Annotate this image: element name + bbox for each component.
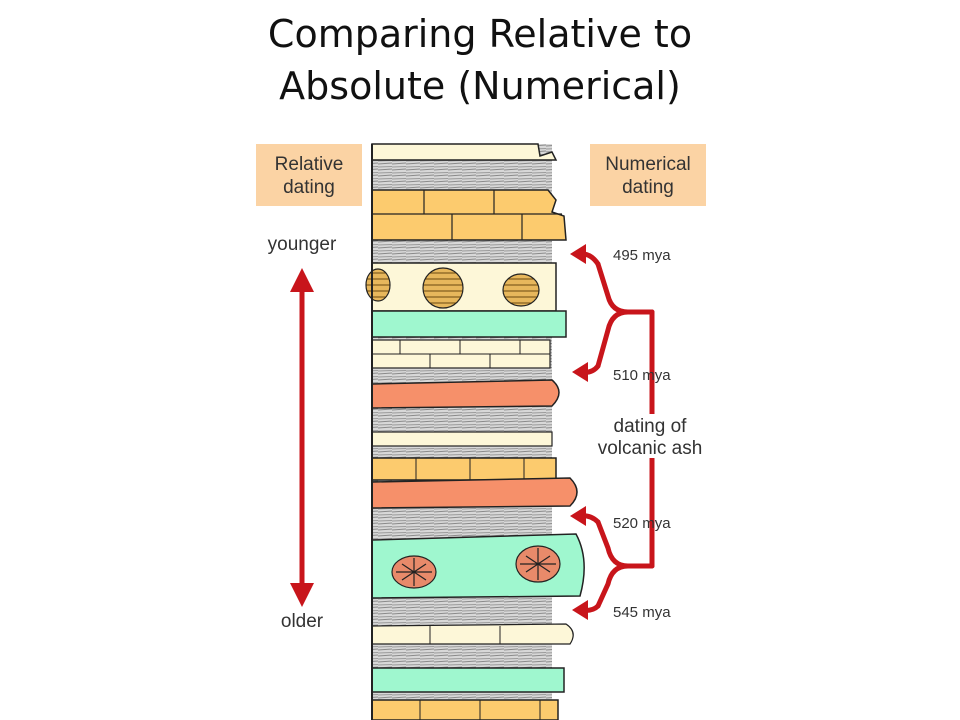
layer-limestone-1	[371, 189, 567, 241]
title-line-2: Absolute (Numerical)	[279, 64, 681, 108]
ash-label-line-1: dating of	[614, 416, 688, 437]
numerical-dating-box	[590, 144, 706, 206]
trilobite-fossil-2	[515, 545, 561, 583]
slide-title: Comparing Relative to Absolute (Numerica…	[0, 8, 960, 112]
layer-limestone-2	[371, 431, 553, 447]
rock-column	[365, 143, 585, 720]
age-label-520: 520 mya	[613, 515, 671, 532]
ash-arrowheads	[570, 244, 588, 620]
relative-box-line-2: dating	[283, 177, 335, 198]
trilobite-fossil-1	[391, 555, 437, 589]
shell-fossil-3	[502, 273, 540, 307]
ash-label-line-2: volcanic ash	[598, 438, 703, 459]
age-label-495: 495 mya	[613, 247, 671, 264]
shell-fossil-1	[365, 268, 391, 302]
age-label-510: 510 mya	[613, 367, 671, 384]
shell-fossil-2	[422, 267, 464, 309]
younger-label: younger	[268, 234, 337, 255]
layer-green-2	[371, 667, 565, 693]
layer-sandstone-3	[371, 623, 574, 645]
relative-dating-box	[256, 144, 362, 206]
younger-older-arrow	[290, 268, 314, 607]
layer-limestone-3	[371, 457, 557, 481]
layer-green-1	[371, 310, 567, 338]
layer-limestone-bottom	[371, 699, 559, 720]
layer-volcanic-ash-2	[371, 477, 578, 509]
layer-sandstone-top	[371, 143, 558, 161]
title-line-1: Comparing Relative to	[267, 12, 693, 56]
age-label-545: 545 mya	[613, 604, 671, 621]
older-label: older	[281, 611, 324, 632]
numerical-box-line-1: Numerical	[605, 154, 691, 175]
layer-volcanic-ash-1	[371, 379, 560, 409]
relative-box-line-1: Relative	[275, 154, 344, 175]
numerical-box-line-2: dating	[622, 177, 674, 198]
